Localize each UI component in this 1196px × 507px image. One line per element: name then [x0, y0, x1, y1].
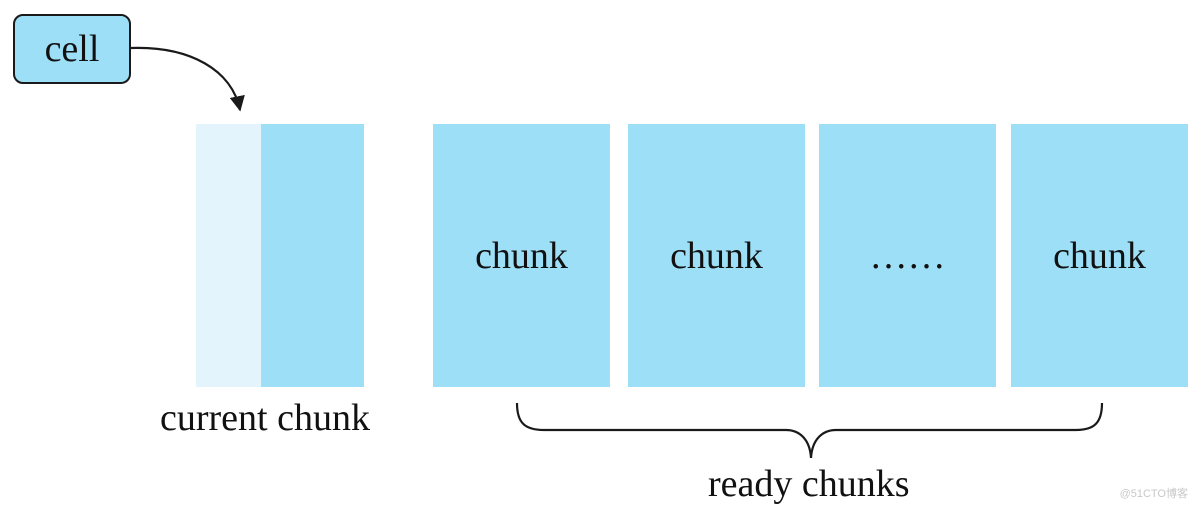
ellipsis-label: …… [869, 234, 946, 277]
ready-chunks-label: ready chunks [708, 463, 910, 505]
ready-chunk-1: chunk [433, 124, 610, 387]
cell-label: cell [44, 28, 100, 70]
current-chunk-label: current chunk [160, 397, 370, 439]
ready-chunk-ellipsis: …… [819, 124, 996, 387]
chunk-label: chunk [670, 234, 763, 277]
cell-box: cell [13, 14, 131, 84]
chunk-label: chunk [475, 234, 568, 277]
ready-chunk-last: chunk [1011, 124, 1188, 387]
chunk-label: chunk [1053, 234, 1146, 277]
current-chunk-used-part [196, 124, 261, 387]
ready-chunks-brace [515, 402, 1104, 459]
ready-chunk-2: chunk [628, 124, 805, 387]
current-chunk-free-part [261, 124, 364, 387]
cell-pointer-arrow [130, 46, 245, 112]
watermark-text: @51CTO博客 [1119, 488, 1188, 500]
